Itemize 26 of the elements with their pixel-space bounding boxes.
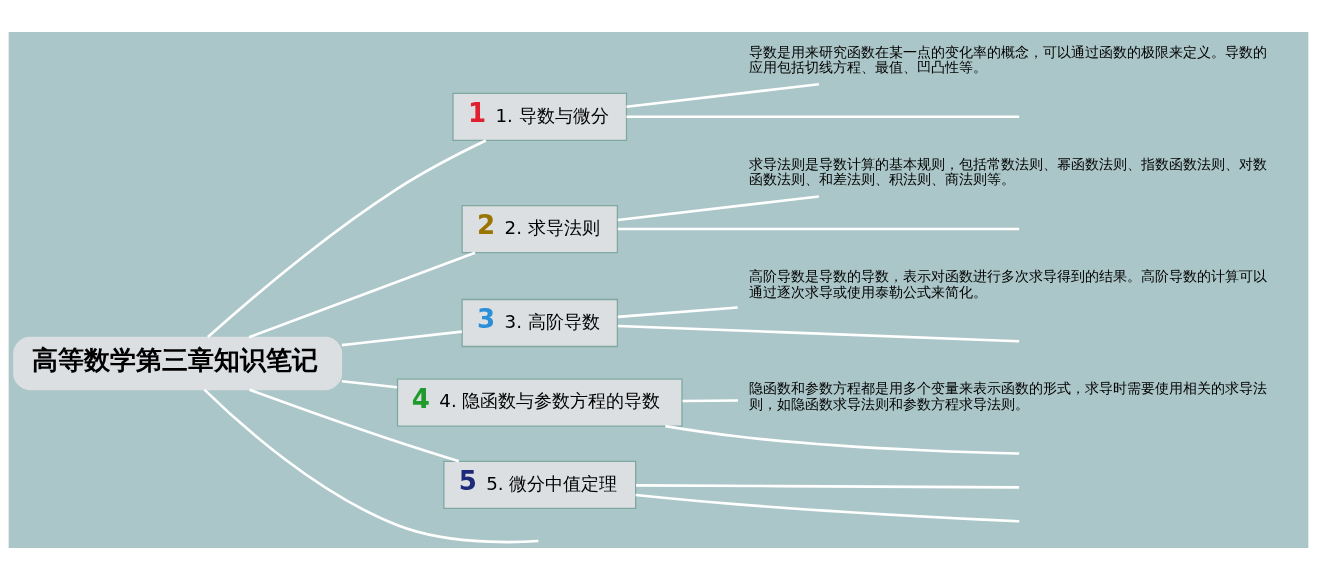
- node-text: 求导法则是导数计算的基本规则，包括常数法则、幂函数法则、指数函数法则、对数函数法则、和差法则、积法则、商法则等。: [748, 155, 1267, 188]
- node-text: 隐函数和参数方程都是用多个变量来表示函数的形式，求导时需要使用相关的求导法则，如隐函数求导法则和参数方程求导法则。: [748, 380, 1267, 412]
- connector: [682, 399, 739, 403]
- connector: [248, 251, 476, 339]
- connector: [203, 388, 539, 544]
- connector: [341, 330, 462, 347]
- connector: [207, 139, 487, 339]
- node-text: 导数是用来研究函数在某一点的变化率的概念，可以通过函数的极限来定义。导数的应用包括切线方程、最值、凹凸性等。: [748, 43, 1267, 76]
- node-box: 1 1. 导数与微分: [452, 92, 628, 141]
- connector: [635, 493, 1020, 523]
- connector: [617, 195, 819, 222]
- connector: [617, 306, 738, 319]
- node-box: 高等数学第三章知识笔记: [13, 336, 343, 391]
- connector: [617, 324, 1020, 343]
- connector: [249, 388, 460, 463]
- node-box: 4 4. 隐函数与参数方程的导数: [396, 378, 683, 427]
- node-box: 3 3. 高阶导数: [461, 298, 619, 348]
- node-box: 2 2. 求导法则: [461, 204, 619, 254]
- connector: [341, 379, 398, 389]
- node-text: 高阶导数是导数的导数，表示对函数进行多次求导得到的结果。高阶导数的计算可以通过逐次求导或使用泰勒公式来简化。: [748, 267, 1267, 300]
- connector: [626, 115, 1020, 119]
- connector: [665, 424, 1020, 455]
- connector: [617, 227, 1020, 231]
- node-box: 5 5. 微分中值定理: [443, 460, 637, 509]
- connector: [636, 484, 1020, 489]
- connector: [626, 82, 820, 109]
